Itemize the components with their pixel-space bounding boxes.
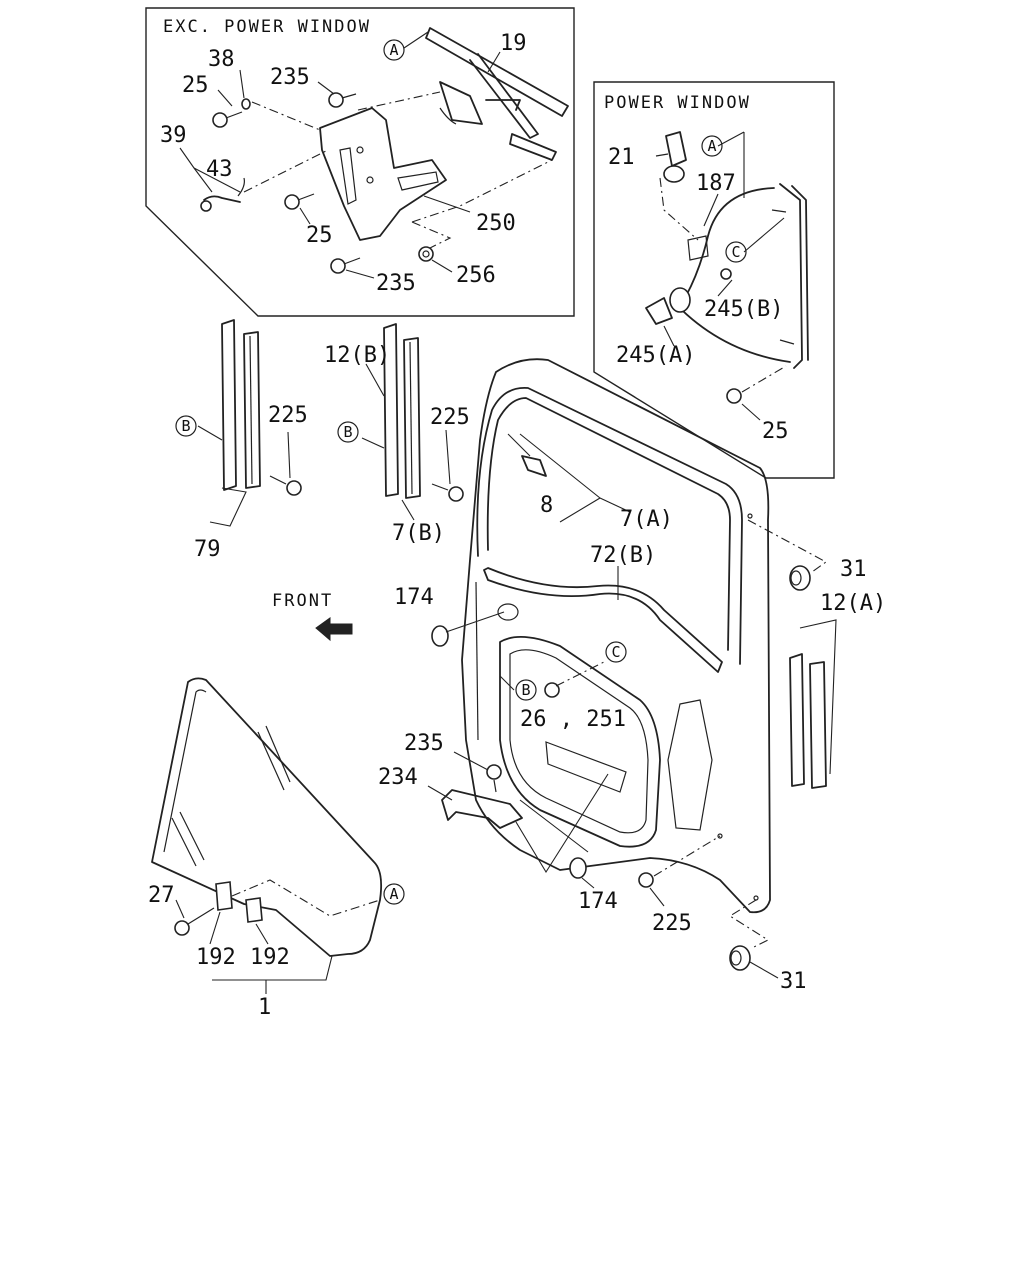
ref-c-marker-power: C — [725, 241, 747, 263]
svg-text:B: B — [521, 681, 530, 699]
label-1: 1 — [258, 995, 271, 1020]
plug-174-lower: 174 — [519, 799, 618, 914]
label-38: 38 — [208, 47, 235, 72]
label-174-lower: 174 — [578, 889, 618, 914]
washer-38 — [241, 98, 251, 110]
ref-a-marker-glass: A — [383, 883, 405, 905]
ref-b-marker-left: B — [175, 415, 197, 437]
screw-225-lower: 225 — [638, 835, 721, 936]
manual-regulator — [425, 27, 569, 161]
svg-text:A: A — [707, 137, 716, 155]
label-12b: 12(B) — [324, 343, 390, 368]
nut-26-251: C B 26 , 251 — [499, 641, 627, 732]
label-72b: 72(B) — [590, 543, 656, 568]
label-25-lower: 25 — [306, 223, 333, 248]
label-21: 21 — [608, 145, 635, 170]
belt-molding-72b: 72(B) — [483, 543, 723, 673]
run-channel-7b: 12(B) 225 7(B) B — [324, 323, 470, 546]
bolt-235-lower — [330, 257, 361, 274]
cable-regulator — [671, 183, 809, 369]
label-79: 79 — [194, 537, 221, 562]
nut-256 — [418, 246, 434, 262]
inset-frame — [145, 7, 575, 317]
label-187: 187 — [696, 171, 736, 196]
label-8: 8 — [540, 493, 553, 518]
label-31-upper: 31 — [840, 557, 867, 582]
run-channel-12a: 12(A) — [789, 591, 886, 789]
run-channel-79: 79 225 B — [175, 319, 308, 562]
ref-c-marker-door: C — [605, 641, 627, 663]
label-225-left: 225 — [268, 403, 308, 428]
label-235-door: 235 — [404, 731, 444, 756]
svg-text:B: B — [181, 417, 190, 435]
label-39: 39 — [160, 123, 187, 148]
svg-text:C: C — [611, 643, 620, 661]
label-192-b: 192 — [250, 945, 290, 970]
svg-text:A: A — [389, 41, 398, 59]
bracket-234: 235 234 — [378, 731, 609, 874]
ref-a-marker-top: A — [383, 31, 429, 61]
svg-text:B: B — [343, 423, 352, 441]
inset-frame-power — [593, 81, 835, 479]
screw-225-left — [269, 475, 302, 496]
label-250: 250 — [476, 211, 516, 236]
channel-192-a — [215, 881, 233, 911]
label-245b: 245(B) — [704, 297, 783, 322]
label-31-lower: 31 — [780, 969, 807, 994]
label-43: 43 — [206, 157, 233, 182]
bolt-235-upper — [328, 92, 357, 108]
inset-exc-power-window: EXC. POWER WINDOW — [145, 7, 575, 317]
bracket-250 — [319, 107, 447, 241]
ref-b-marker-mid: B — [337, 421, 359, 443]
label-174-upper: 174 — [394, 585, 434, 610]
regulator-motor-21 — [655, 131, 687, 183]
glass-run-7a-clip-8: 8 7(A) — [507, 433, 673, 532]
nut-245b — [720, 268, 732, 280]
label-192-a: 192 — [196, 945, 236, 970]
label-7b: 7(B) — [392, 521, 445, 546]
svg-text:C: C — [731, 243, 740, 261]
svg-text:A: A — [389, 885, 398, 903]
bolt-25-upper — [212, 111, 243, 128]
handle-39 — [200, 177, 245, 212]
ref-a-marker-power: A — [701, 135, 723, 157]
label-225-lower: 225 — [652, 911, 692, 936]
label-27: 27 — [148, 883, 175, 908]
inset-power-window: POWER WINDOW — [593, 81, 835, 479]
label-7a: 7(A) — [620, 507, 673, 532]
label-245a: 245(A) — [616, 343, 695, 368]
plug-174-upper: 174 — [394, 585, 505, 647]
label-235-lower: 235 — [376, 271, 416, 296]
bolt-27 — [174, 907, 215, 936]
bumper-31-upper: 31 — [747, 519, 867, 591]
screw-225-mid — [431, 483, 464, 502]
front-arrow-icon — [315, 617, 353, 642]
label-25-power: 25 — [762, 419, 789, 444]
door-panel — [461, 358, 771, 914]
label-234: 234 — [378, 765, 418, 790]
inset-title-power: POWER WINDOW — [604, 93, 751, 113]
label-12a: 12(A) — [820, 591, 886, 616]
inset-title: EXC. POWER WINDOW — [163, 17, 371, 37]
door-glass-1: A 27 192 192 1 — [148, 677, 405, 1020]
channel-192-b — [245, 897, 263, 923]
label-235-upper: 235 — [270, 65, 310, 90]
label-225-mid: 225 — [430, 405, 470, 430]
label-19: 19 — [500, 31, 527, 56]
bracket-245a — [645, 287, 691, 325]
bolt-25-power — [726, 388, 742, 404]
label-25-upper: 25 — [182, 73, 209, 98]
label-256: 256 — [456, 263, 496, 288]
ref-b-marker-door: B — [499, 675, 537, 701]
bumper-31-lower: 31 — [728, 899, 807, 994]
front-label: FRONT — [272, 591, 333, 611]
label-26-251: 26 , 251 — [520, 707, 626, 732]
front-direction: FRONT — [272, 591, 353, 642]
bolt-25-lower — [284, 193, 315, 210]
